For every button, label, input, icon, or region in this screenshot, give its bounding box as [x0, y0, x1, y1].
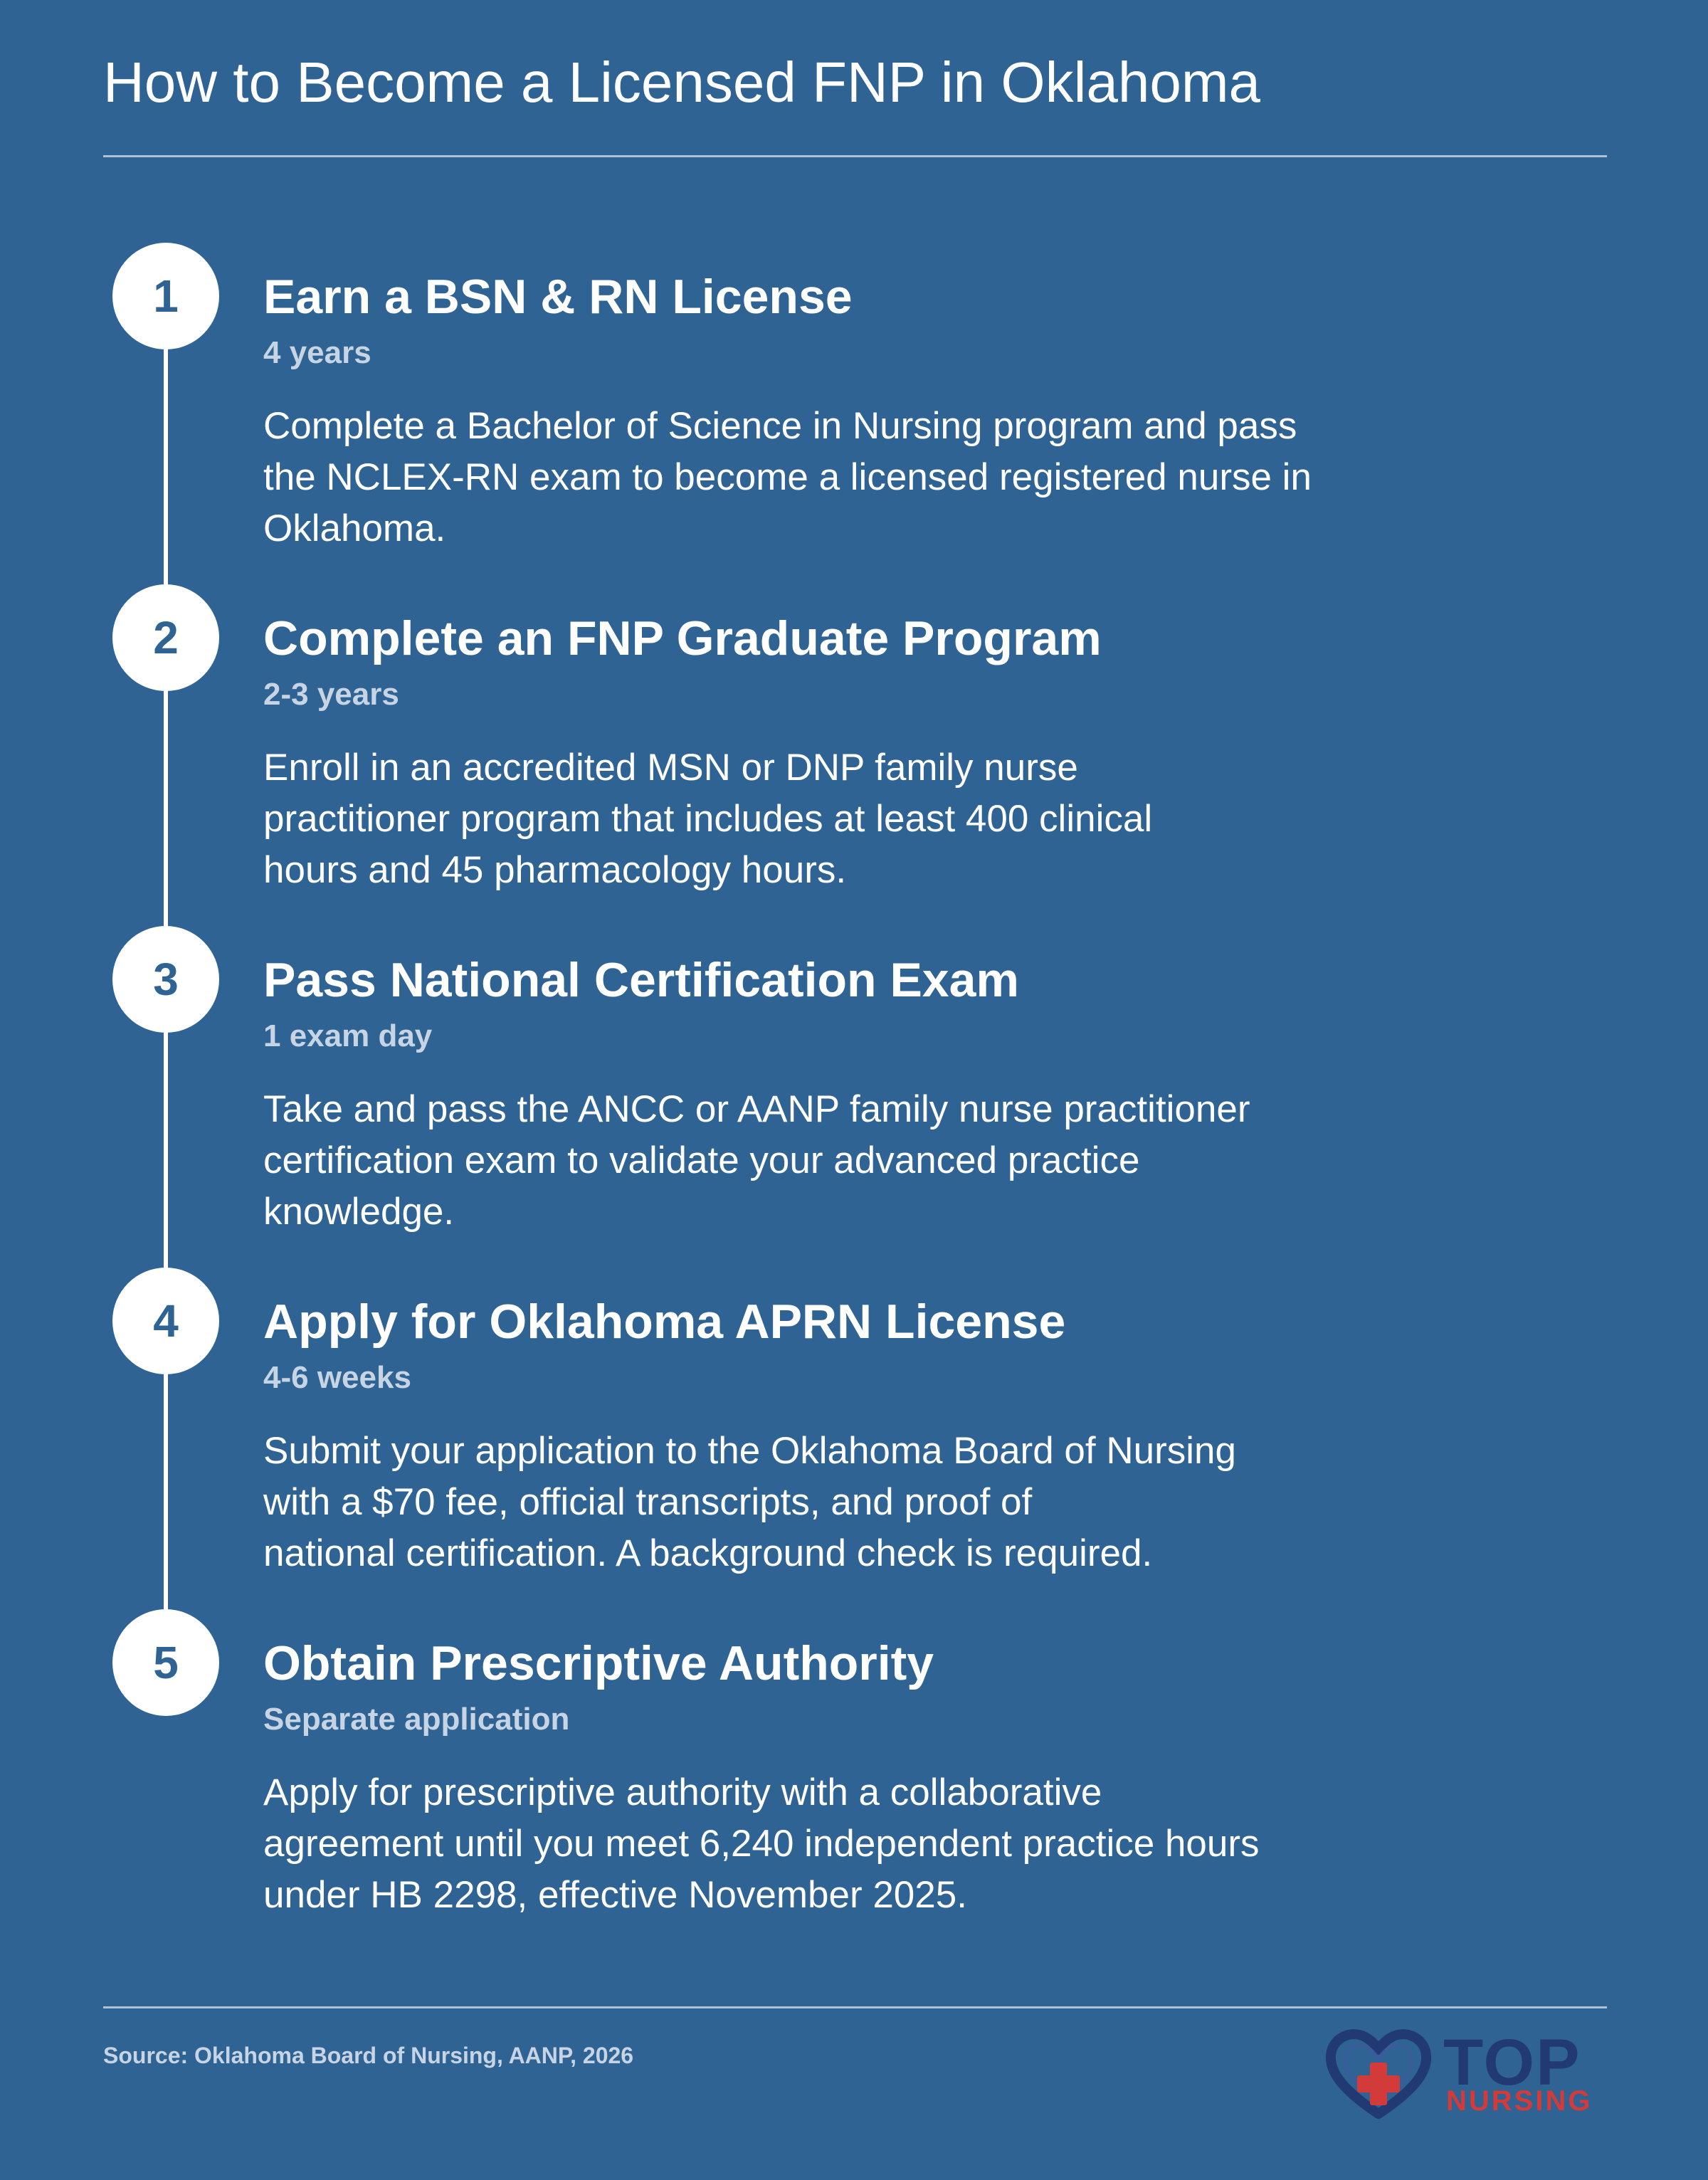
- step-title: Complete an FNP Graduate Program: [263, 611, 1102, 665]
- step-description-line: Take and pass the ANCC or AANP family nu…: [263, 1088, 1250, 1130]
- step-title: Obtain Prescriptive Authority: [263, 1636, 934, 1690]
- step-description-line: Oklahoma.: [263, 507, 446, 549]
- step-number-badge: 3: [112, 926, 219, 1033]
- step-description-line: hours and 45 pharmacology hours.: [263, 849, 847, 891]
- step-description-line: Apply for prescriptive authority with a …: [263, 1771, 1102, 1813]
- heart-cross-icon: [1325, 2029, 1432, 2119]
- step-description-line: national certification. A background che…: [263, 1532, 1153, 1574]
- footer-divider: [103, 2006, 1607, 2008]
- step-number-badge: 2: [112, 584, 219, 691]
- page-title: How to Become a Licensed FNP in Oklahoma: [103, 51, 1260, 114]
- step-description: Enroll in an accredited MSN or DNP famil…: [263, 742, 1152, 896]
- step-description: Complete a Bachelor of Science in Nursin…: [263, 401, 1312, 554]
- title-divider: [103, 155, 1607, 157]
- step-description: Submit your application to the Oklahoma …: [263, 1426, 1236, 1579]
- step-number-badge: 1: [112, 243, 219, 349]
- step-description-line: the NCLEX-RN exam to become a licensed r…: [263, 456, 1312, 498]
- step-description-line: with a $70 fee, official transcripts, an…: [263, 1481, 1033, 1523]
- step-description-line: practitioner program that includes at le…: [263, 798, 1153, 840]
- logo-wordmark-nursing: NURSING: [1446, 2085, 1593, 2117]
- step-duration: 4-6 weeks: [263, 1360, 411, 1395]
- step-duration: 4 years: [263, 335, 371, 370]
- step-description-line: Complete a Bachelor of Science in Nursin…: [263, 405, 1297, 447]
- brand-logo: TOP NURSING: [1325, 2027, 1610, 2120]
- step-description-line: certification exam to validate your adva…: [263, 1139, 1140, 1181]
- step-title: Apply for Oklahoma APRN License: [263, 1295, 1066, 1349]
- step-description-line: knowledge.: [263, 1191, 455, 1233]
- step-number-badge: 4: [112, 1268, 219, 1374]
- step-duration: 1 exam day: [263, 1018, 433, 1053]
- step-description-line: agreement until you meet 6,240 independe…: [263, 1823, 1260, 1865]
- step-duration: Separate application: [263, 1702, 570, 1737]
- step-description-line: Submit your application to the Oklahoma …: [263, 1430, 1236, 1472]
- step-title: Earn a BSN & RN License: [263, 270, 853, 324]
- source-note: Source: Oklahoma Board of Nursing, AANP,…: [103, 2043, 634, 2068]
- step-description-line: Enroll in an accredited MSN or DNP famil…: [263, 747, 1078, 789]
- step-description: Apply for prescriptive authority with a …: [263, 1767, 1260, 1921]
- step-title: Pass National Certification Exam: [263, 953, 1019, 1007]
- step-description-line: under HB 2298, effective November 2025.: [263, 1874, 967, 1916]
- logo-wordmark-top: TOP: [1443, 2026, 1581, 2099]
- step-duration: 2-3 years: [263, 677, 399, 712]
- step-description: Take and pass the ANCC or AANP family nu…: [263, 1084, 1250, 1238]
- step-number-badge: 5: [112, 1609, 219, 1716]
